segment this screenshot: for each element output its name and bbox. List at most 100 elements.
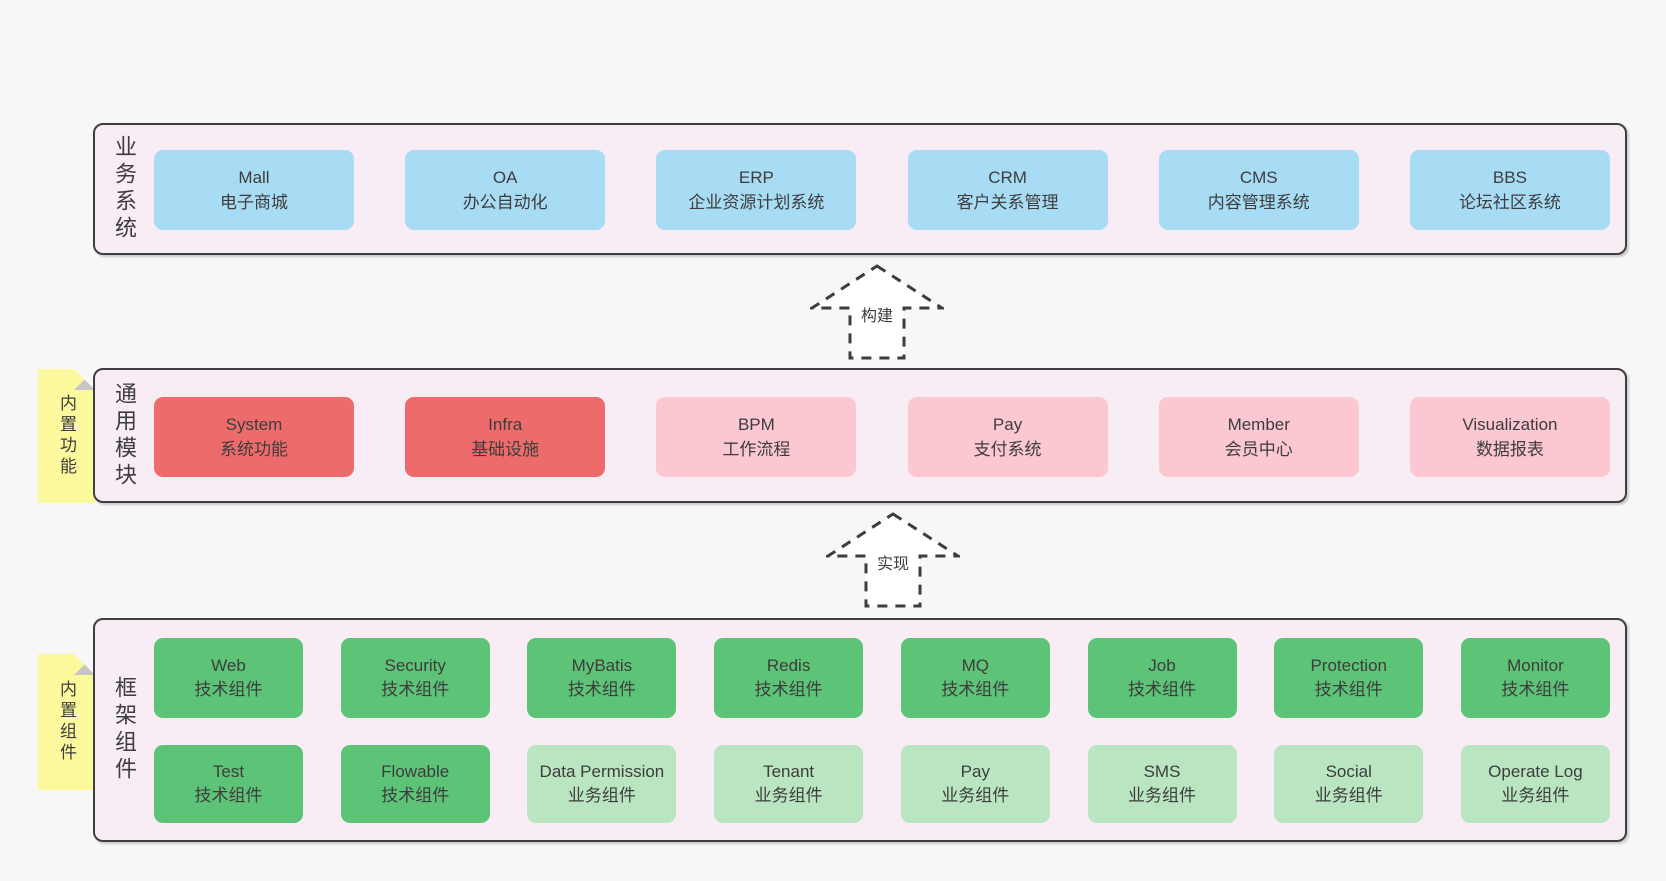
layer-framework-components: 框架组件 Web 技术组件 Security 技术组件 MyBatis 技术组件… [93, 618, 1627, 842]
dashed-up-arrow-build: 构建 [810, 264, 944, 360]
node-title: Job [1148, 656, 1176, 675]
node-subtitle: 技术组件 [194, 680, 263, 699]
node-tenant: Tenant 业务组件 [714, 745, 864, 823]
node-subtitle: 技术组件 [567, 680, 636, 699]
node-subtitle: 技术组件 [1128, 680, 1197, 699]
node-title: Redis [766, 656, 811, 675]
node-system: System 系统功能 [154, 397, 354, 477]
node-title: Social [1325, 762, 1372, 781]
components-row-1: Web 技术组件 Security 技术组件 MyBatis 技术组件 Redi… [154, 638, 1610, 718]
components-row-2: Test 技术组件 Flowable 技术组件 Data Permission … [154, 745, 1610, 823]
node-crm: CRM 客户关系管理 [907, 150, 1108, 230]
node-mybatis: MyBatis 技术组件 [527, 638, 677, 718]
node-subtitle: 工作流程 [722, 440, 791, 459]
node-title: Test [212, 762, 245, 781]
sticky-note-text: 内置功能 [57, 394, 76, 478]
node-job: Job 技术组件 [1087, 638, 1237, 718]
node-cms: CMS 内容管理系统 [1158, 150, 1359, 230]
node-subtitle: 业务组件 [941, 786, 1010, 805]
node-title: Protection [1310, 656, 1387, 675]
node-title: ERP [738, 168, 774, 187]
node-title: BBS [1492, 168, 1527, 187]
folded-corner-icon [74, 654, 95, 675]
node-title: Member [1227, 415, 1290, 434]
modules-row: System 系统功能 Infra 基础设施 BPM 工作流程 Pay 支付系统… [154, 397, 1610, 477]
node-subtitle: 会员中心 [1224, 440, 1293, 459]
node-pay-system: Pay 支付系统 [907, 397, 1108, 477]
business-row: Mall 电子商城 OA 办公自动化 ERP 企业资源计划系统 CRM 客户关系… [154, 150, 1610, 230]
node-monitor: Monitor 技术组件 [1460, 638, 1610, 718]
node-bbs: BBS 论坛社区系统 [1409, 150, 1610, 230]
node-title: Flowable [381, 762, 450, 781]
sticky-note-builtin-features: 内置功能 [38, 369, 95, 503]
node-title: OA [492, 168, 518, 187]
node-data-permission: Data Permission 业务组件 [527, 745, 677, 823]
node-erp: ERP 企业资源计划系统 [656, 150, 857, 230]
node-web: Web 技术组件 [154, 638, 303, 718]
node-subtitle: 业务组件 [754, 786, 823, 805]
sticky-note-builtin-components: 内置组件 [38, 654, 95, 790]
node-test: Test 技术组件 [154, 745, 303, 823]
node-subtitle: 技术组件 [194, 786, 263, 805]
node-subtitle: 技术组件 [754, 680, 823, 699]
layer-business-systems: 业务系统 Mall 电子商城 OA 办公自动化 ERP 企业资源计划系统 CRM… [93, 123, 1627, 255]
node-subtitle: 支付系统 [973, 440, 1042, 459]
node-subtitle: 技术组件 [381, 680, 450, 699]
node-oa: OA 办公自动化 [405, 150, 606, 230]
layer-label-business: 业务系统 [112, 135, 137, 243]
node-subtitle: 业务组件 [1314, 786, 1383, 805]
node-subtitle: 技术组件 [381, 786, 450, 805]
node-social: Social 业务组件 [1274, 745, 1424, 823]
node-title: CMS [1239, 168, 1278, 187]
node-subtitle: 客户关系管理 [956, 193, 1059, 212]
node-title: BPM [737, 415, 775, 434]
node-subtitle: 技术组件 [941, 680, 1010, 699]
node-title: CRM [988, 168, 1027, 187]
node-title: Pay [992, 415, 1023, 434]
layer-common-modules: 通用模块 System 系统功能 Infra 基础设施 BPM 工作流程 Pay… [93, 368, 1627, 503]
node-mall: Mall 电子商城 [154, 150, 354, 230]
node-title: MQ [961, 656, 989, 675]
node-operate-log: Operate Log 业务组件 [1460, 745, 1610, 823]
arrow-label-implement: 实现 [873, 550, 913, 574]
node-visualization: Visualization 数据报表 [1409, 397, 1610, 477]
node-protection: Protection 技术组件 [1274, 638, 1424, 718]
folded-corner-icon [74, 369, 95, 390]
node-title: Operate Log [1488, 762, 1583, 781]
layer-label-components: 框架组件 [112, 676, 137, 784]
node-title: SMS [1143, 762, 1181, 781]
node-title: Monitor [1507, 656, 1564, 675]
node-subtitle: 业务组件 [567, 786, 636, 805]
arrow-label-build: 构建 [857, 302, 897, 326]
node-subtitle: 办公自动化 [462, 193, 548, 212]
node-subtitle: 系统功能 [220, 440, 288, 459]
node-subtitle: 业务组件 [1128, 786, 1197, 805]
node-subtitle: 技术组件 [1501, 680, 1570, 699]
node-subtitle: 论坛社区系统 [1458, 193, 1561, 212]
node-subtitle: 业务组件 [1501, 786, 1570, 805]
node-title: Data Permission [539, 762, 665, 781]
layer-label-modules: 通用模块 [112, 381, 137, 490]
node-security: Security 技术组件 [340, 638, 490, 718]
node-title: Visualization [1462, 415, 1558, 434]
dashed-up-arrow-implement: 实现 [826, 512, 960, 608]
node-infra: Infra 基础设施 [405, 397, 606, 477]
node-mq: MQ 技术组件 [900, 638, 1050, 718]
node-flowable: Flowable 技术组件 [340, 745, 490, 823]
node-member: Member 会员中心 [1158, 397, 1359, 477]
node-title: Web [211, 656, 246, 675]
node-sms: SMS 业务组件 [1087, 745, 1237, 823]
node-title: Mall [238, 168, 270, 187]
sticky-note-text: 内置组件 [57, 680, 76, 764]
node-title: System [225, 415, 283, 434]
node-subtitle: 基础设施 [471, 440, 540, 459]
node-subtitle: 内容管理系统 [1207, 193, 1310, 212]
node-title: MyBatis [571, 656, 633, 675]
node-bpm: BPM 工作流程 [656, 397, 857, 477]
node-subtitle: 数据报表 [1475, 440, 1544, 459]
node-title: Infra [488, 415, 523, 434]
node-title: Pay [960, 762, 990, 781]
node-redis: Redis 技术组件 [714, 638, 864, 718]
node-subtitle: 企业资源计划系统 [688, 193, 825, 212]
